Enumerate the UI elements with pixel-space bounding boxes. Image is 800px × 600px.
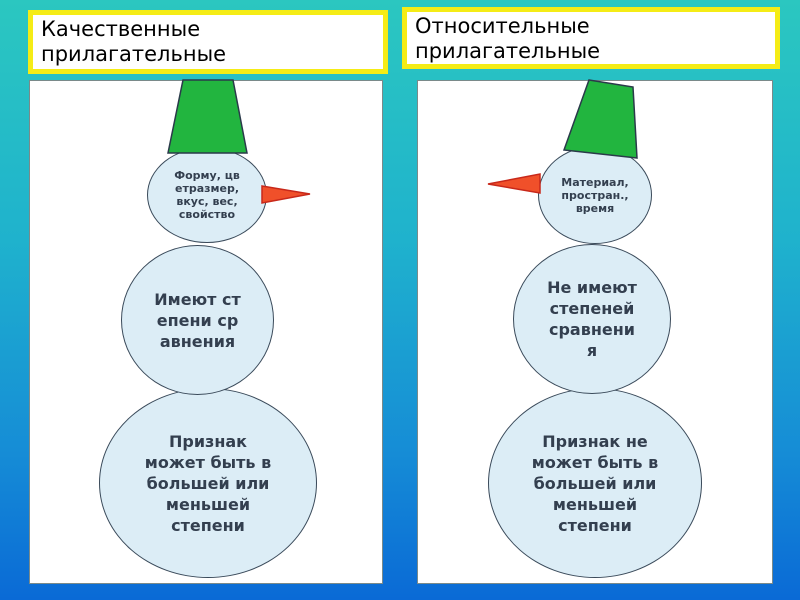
nose-left-icon <box>262 186 310 203</box>
nose-right-icon <box>488 174 540 193</box>
hat-left-icon <box>168 80 247 153</box>
hat-right-icon <box>564 80 637 158</box>
